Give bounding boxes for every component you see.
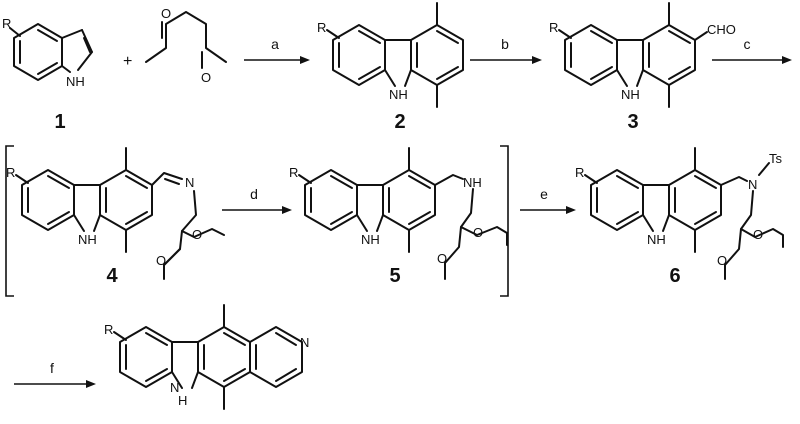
tosyl-label: Ts — [769, 151, 783, 166]
compound-5: R NH NH O O — [289, 147, 508, 280]
oxygen-label: O — [753, 227, 763, 242]
oxygen-label: O — [201, 70, 211, 85]
arrow-step-f: f — [14, 360, 96, 388]
nh-label: NH — [78, 232, 97, 247]
oxygen-label: O — [437, 251, 447, 266]
compound-number-6: 6 — [669, 265, 680, 287]
r-label: R — [6, 165, 15, 180]
r-label: R — [104, 322, 113, 337]
arrow-step-c: c — [712, 36, 792, 64]
nh-label: NH — [66, 74, 85, 89]
arrow-step-e: e — [520, 186, 576, 214]
final-product-ellipticine: R H N N — [104, 304, 309, 410]
amine-nh-label: NH — [463, 175, 482, 190]
r-label: R — [289, 165, 298, 180]
compound-number-3: 3 — [627, 111, 638, 133]
r-label: R — [2, 16, 11, 31]
oxygen-label: O — [156, 253, 166, 268]
nh-label: NH — [647, 232, 666, 247]
arrow-step-a: a — [244, 36, 310, 64]
oxygen-label: O — [192, 227, 202, 242]
n-label: N — [170, 380, 179, 395]
nh-label: H — [178, 393, 187, 408]
oxygen-label: O — [161, 6, 171, 21]
compound-number-4: 4 — [106, 265, 118, 287]
compound-3: R NH CHO — [549, 2, 736, 108]
arrow-step-d: d — [222, 186, 292, 214]
compound-6: R NH N Ts O O — [575, 147, 784, 280]
compound-1-indole: R NH — [2, 16, 93, 89]
cho-label: CHO — [707, 22, 736, 37]
hexanedione: O O — [145, 6, 227, 85]
pyridine-n-label: N — [300, 335, 309, 350]
compound-4: R NH N O O — [6, 147, 225, 280]
compound-number-5: 5 — [389, 265, 400, 287]
compound-2: R NH — [317, 2, 464, 108]
arrow-step-b: b — [470, 36, 542, 64]
sulfonamide-n-label: N — [748, 177, 757, 192]
r-label: R — [317, 20, 326, 35]
step-label-f: f — [50, 360, 54, 376]
intermediate-bracket — [5, 145, 509, 297]
nh-label: NH — [389, 87, 408, 102]
compound-number-2: 2 — [394, 111, 405, 133]
compound-number-1: 1 — [54, 111, 65, 133]
r-label: R — [575, 165, 584, 180]
nh-label: NH — [361, 232, 380, 247]
step-label-d: d — [250, 186, 258, 202]
plus-sign: + — [123, 53, 132, 70]
nh-label: NH — [621, 87, 640, 102]
step-label-e: e — [540, 186, 548, 202]
imine-n-label: N — [185, 175, 194, 190]
step-label-b: b — [501, 36, 509, 52]
oxygen-label: O — [473, 225, 483, 240]
r-label: R — [549, 20, 558, 35]
oxygen-label: O — [717, 253, 727, 268]
step-label-c: c — [744, 36, 751, 52]
step-label-a: a — [271, 36, 279, 52]
